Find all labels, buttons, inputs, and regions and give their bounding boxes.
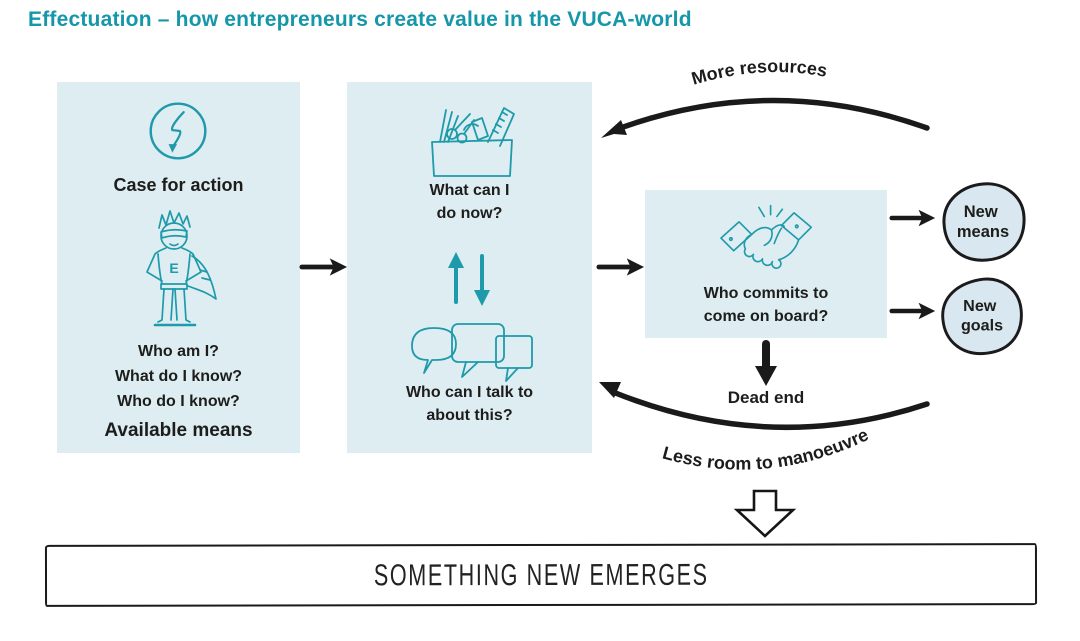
who-commits-label-line2: come on board? xyxy=(703,308,829,325)
speech-bubbles-icon xyxy=(411,323,533,382)
svg-text:New means: New means xyxy=(957,203,1009,241)
what-can-i-do-label-line2: do now? xyxy=(436,205,503,222)
what-can-i-do-label-line1: What can I xyxy=(429,182,510,199)
less-room-loop-arrow: Less room to manoeuvre xyxy=(599,382,930,474)
new-means-oval: New means xyxy=(942,182,1026,262)
new-goals-oval: New goals xyxy=(941,277,1023,356)
arrow-actions-to-commitment-icon xyxy=(596,258,645,276)
up-down-arrows-icon xyxy=(448,252,490,306)
lightning-circle-icon xyxy=(149,102,207,160)
svg-text:New goals: New goals xyxy=(961,297,1003,335)
arrow-means-to-actions-icon xyxy=(299,258,348,276)
dead-end-arrow-icon xyxy=(755,340,777,386)
actions-panel: What can I do now? Who can I talk to abo… xyxy=(347,82,592,453)
entrepreneur-superhero-icon: E xyxy=(146,210,217,327)
arrow-to-new-goals-icon xyxy=(889,302,936,320)
handshake-icon xyxy=(720,204,813,269)
emerges-outline-arrow-icon xyxy=(733,489,797,538)
new-goals-label-line2: goals xyxy=(961,317,1003,335)
available-means-panel: Case for action E Who am I? What do I kn… xyxy=(57,82,300,453)
who-can-i-talk-to-label-line2: about this? xyxy=(426,407,513,424)
case-for-action-label: Case for action xyxy=(113,175,244,195)
new-means-label-line1: New xyxy=(964,203,998,221)
question-who-am-i: Who am I? xyxy=(138,343,219,360)
commitment-panel: Who commits to come on board? xyxy=(645,190,887,338)
page-title: Effectuation – how entrepreneurs create … xyxy=(28,8,692,31)
dead-end-label: Dead end xyxy=(727,388,805,407)
question-what-do-i-know: What do I know? xyxy=(114,368,243,385)
toolbox-icon xyxy=(431,107,515,177)
something-new-emerges-banner: SOMETHING NEW EMERGES xyxy=(44,543,1038,607)
who-can-i-talk-to-label-line1: Who can I talk to xyxy=(405,384,534,401)
who-commits-label-line1: Who commits to xyxy=(703,285,829,302)
arrow-to-new-means-icon xyxy=(889,209,936,227)
more-resources-loop-arrow: More resources xyxy=(601,56,930,138)
question-who-do-i-know: Who do I know? xyxy=(117,393,240,410)
new-goals-label-line1: New xyxy=(963,297,997,315)
available-means-label: Available means xyxy=(104,420,253,441)
svg-text:E: E xyxy=(169,260,178,276)
less-room-label: Less room to manoeuvre xyxy=(660,424,871,473)
something-new-emerges-label: SOMETHING NEW EMERGES xyxy=(373,557,709,592)
more-resources-label: More resources xyxy=(689,56,829,89)
new-means-label-line2: means xyxy=(957,223,1009,241)
